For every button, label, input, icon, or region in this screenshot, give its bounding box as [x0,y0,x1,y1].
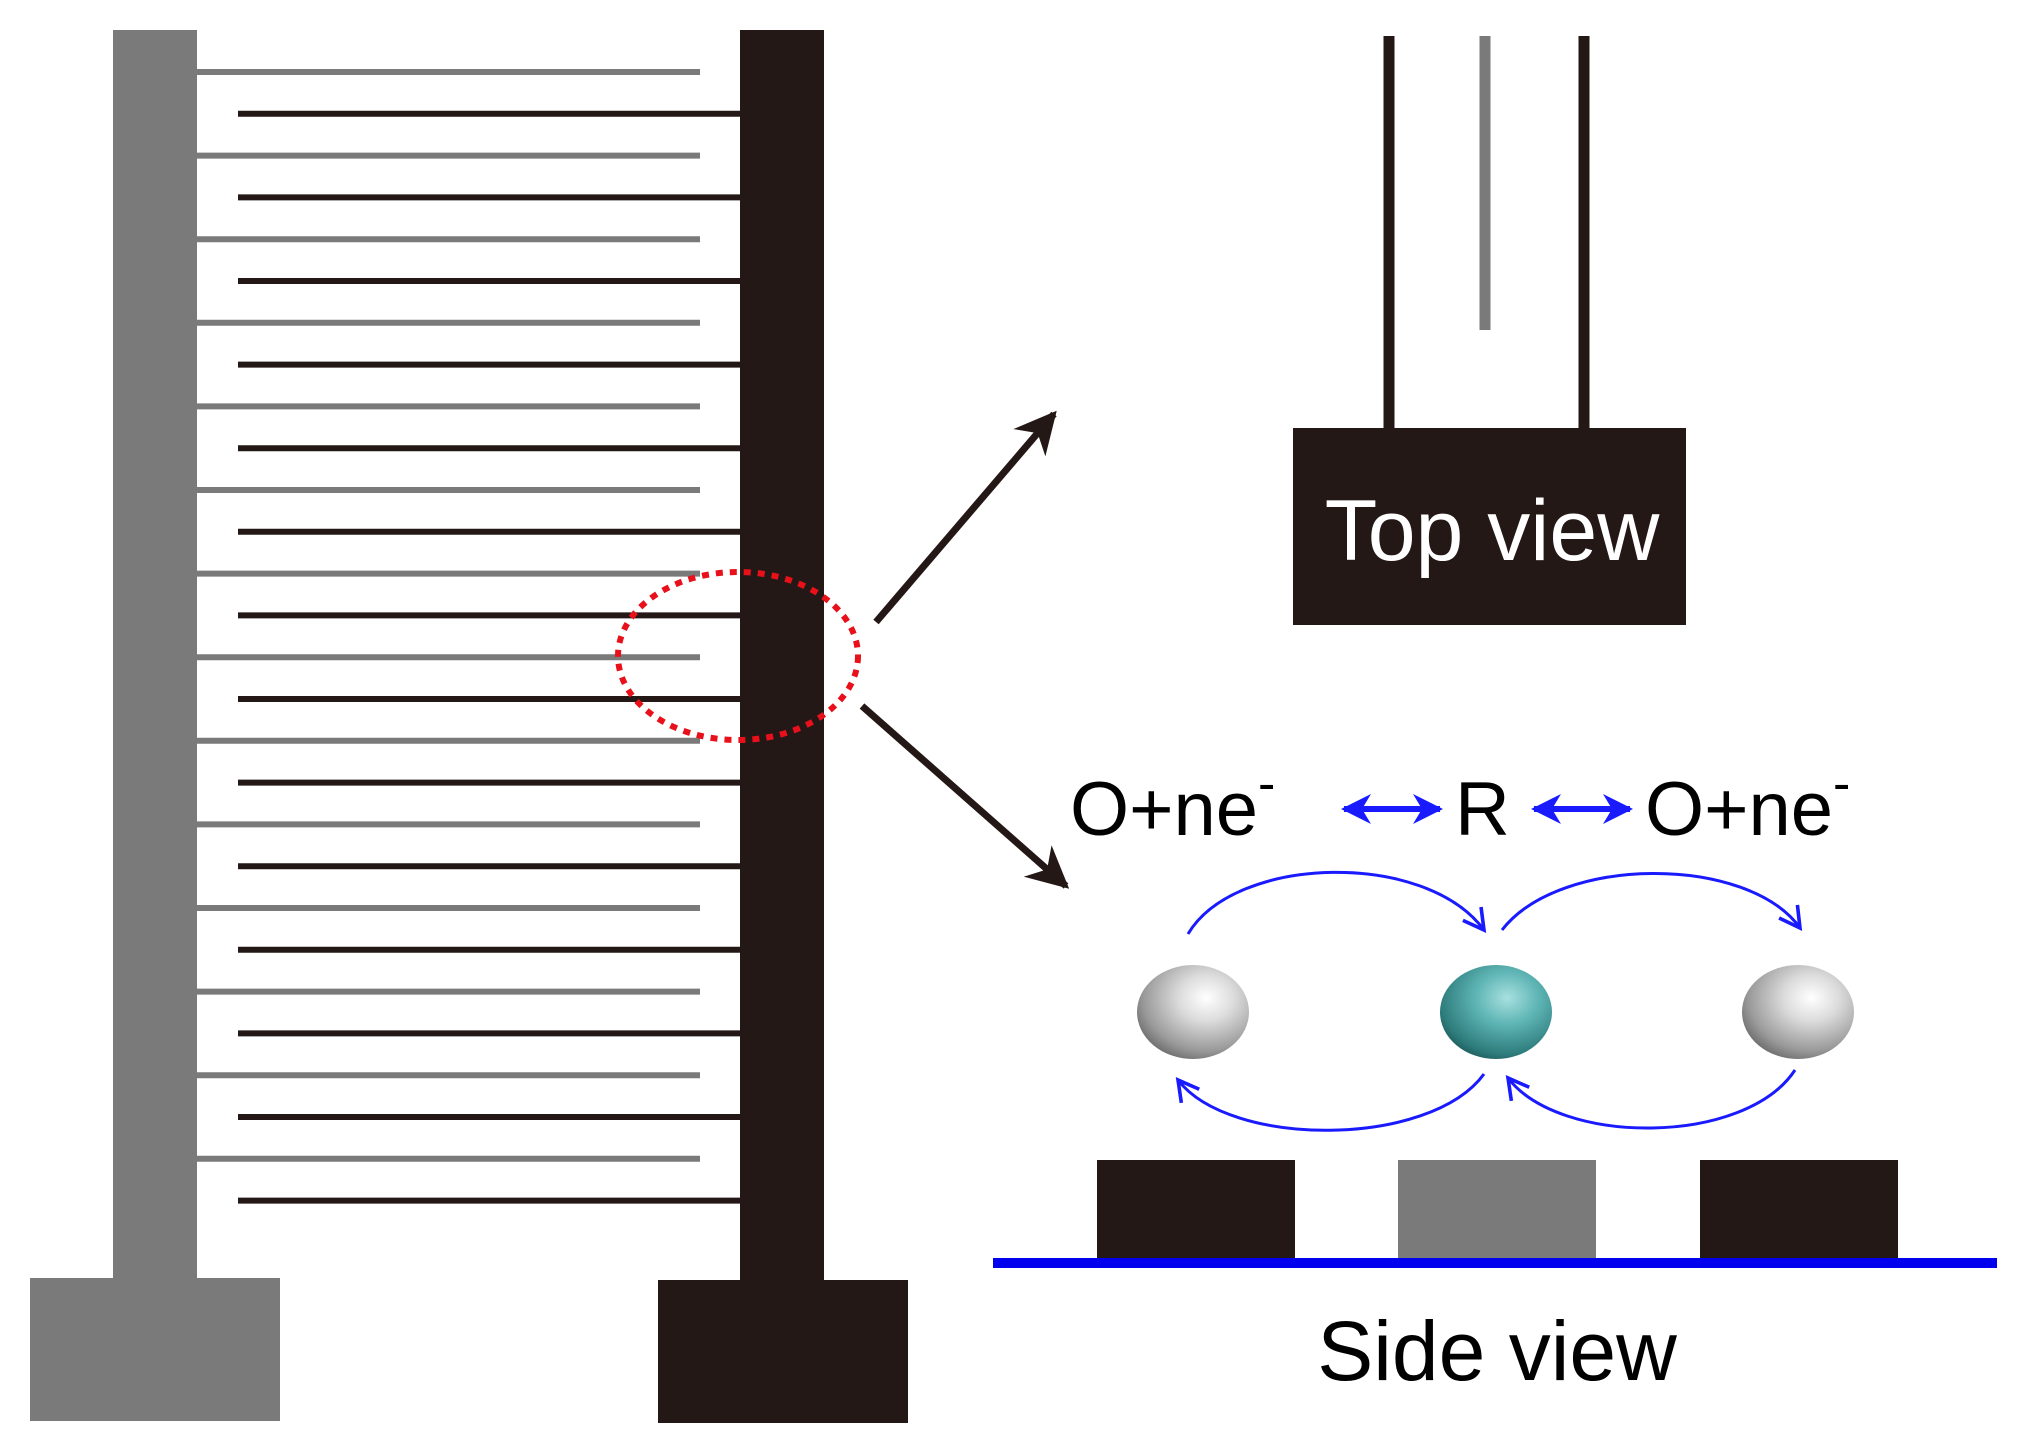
interdigitated-electrode [30,30,908,1423]
top-view-label: Top view [1325,483,1660,579]
cycle-arrow-top-left [1186,870,1487,935]
gray-electrode-bus [113,30,197,1280]
side-view-gray-electrode [1398,1160,1596,1260]
arrow-icon [873,410,1057,625]
cycle-arrow-bottom-left [1175,1073,1486,1132]
gray-electrode-pad [30,1278,280,1421]
sphere-icon [1137,965,1249,1059]
side-view-black-electrode-left [1097,1160,1295,1260]
cycle-arrow-bottom-right [1505,1069,1797,1130]
right-reaction-label: O+ne- [1645,755,1850,852]
center-species-label: R [1455,767,1510,852]
black-fingers [238,110,740,1204]
zoom-highlight-ellipse [615,569,861,743]
sphere-icon [1440,965,1552,1059]
left-reaction-label: O+ne- [1070,755,1275,852]
top-view-pad [1293,428,1686,625]
side-view-label: Side view [1317,1304,1677,1398]
top-view-panel: Top view [1293,36,1686,625]
sphere-icon [1742,965,1854,1059]
arrow-icon [859,703,1070,889]
side-view-panel: O+ne- R O+ne- Side view [993,755,1997,1398]
gray-fingers [197,69,700,1162]
cycle-arrow-top-right [1500,872,1803,932]
side-view-black-electrode-right [1700,1160,1898,1260]
black-electrode-pad [658,1280,908,1423]
black-electrode-bus [740,30,824,1282]
